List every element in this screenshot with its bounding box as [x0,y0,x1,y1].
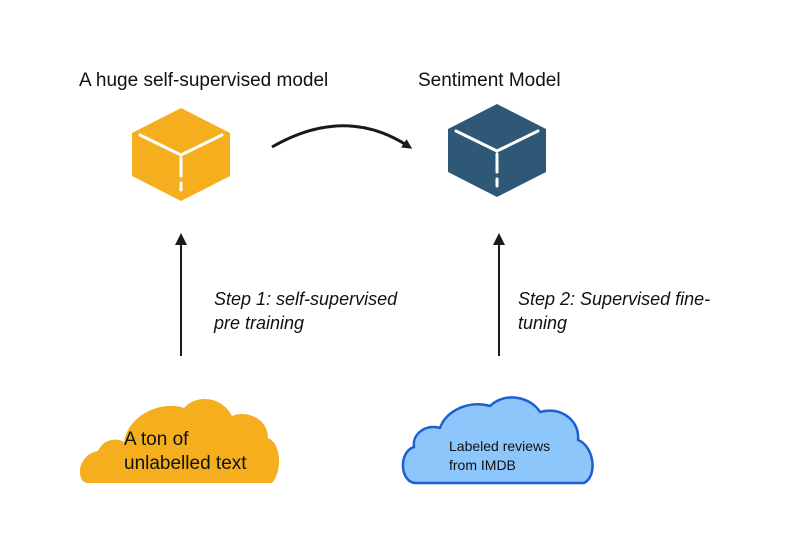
step2-line2: tuning [518,313,568,333]
curved-arrow-icon [271,124,413,149]
left-cloud-line2: unlabelled text [124,453,247,474]
step1-label: Step 1: self-supervised pre training [214,287,414,335]
step1-line1: Step 1: self-supervised [214,289,398,309]
right-cloud-text: Labeled reviews from IMDB [449,437,579,475]
left-cube-icon [132,108,230,201]
left-model-title: A huge self-supervised model [79,70,329,91]
step1-line2: pre training [214,313,305,333]
left-cloud-line1: A ton of [124,429,189,450]
left-cloud-text: A ton of unlabelled text [124,428,274,476]
step2-label: Step 2: Supervised fine- tuning [518,287,738,335]
right-model-title: Sentiment Model [418,70,561,91]
left-up-arrow-icon [175,233,187,356]
right-cloud-icon [401,396,594,485]
right-cloud-line1: Labeled reviews [449,438,551,454]
right-up-arrow-icon [493,233,505,356]
step2-line1: Step 2: Supervised fine- [518,289,711,309]
left-cloud-icon [79,398,280,483]
right-cloud-line2: from IMDB [449,457,516,473]
right-cube-icon [448,104,546,197]
